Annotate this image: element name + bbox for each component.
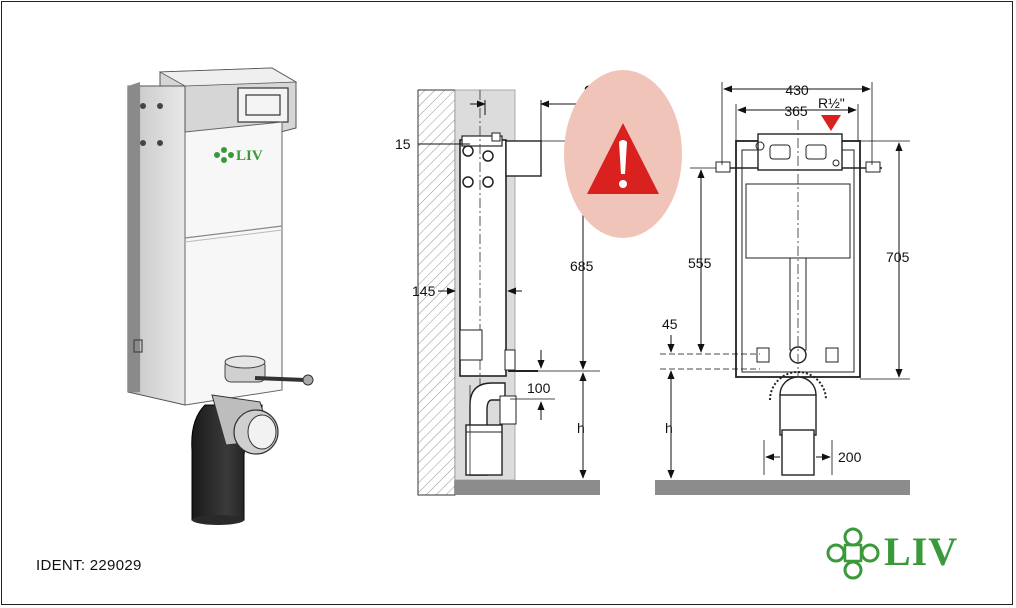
dim-thread: R½" <box>818 95 845 111</box>
side-view: 20-80 15 145 685 100 h <box>395 83 665 496</box>
panel-brand-text: LIV <box>236 148 263 164</box>
dim-width-inner: 365 <box>784 103 808 119</box>
dim-pipe-offset: 100 <box>527 380 551 396</box>
panel-logo: LIV <box>214 147 263 164</box>
dim-bottom-offset: 45 <box>662 316 678 332</box>
dim-pipe-width: 200 <box>838 449 862 465</box>
product-render: LIV <box>127 67 314 525</box>
dim-depth: 145 <box>412 283 436 299</box>
liv-clover-logo-icon <box>826 527 880 580</box>
dim-height-front: 555 <box>688 255 712 271</box>
front-view: 430 365 R½" 555 45 h 705 200 <box>655 82 910 495</box>
dim-top-offset: 15 <box>395 136 411 152</box>
dim-height-side: 685 <box>570 258 594 274</box>
dim-height-total: 705 <box>886 249 910 265</box>
dim-width-outer: 430 <box>785 82 809 98</box>
dim-h-side: h <box>577 420 585 436</box>
warning-triangle-icon <box>564 70 682 238</box>
brand-logo-text: LIV <box>884 529 959 574</box>
ident-label: IDENT: 229029 <box>36 557 142 574</box>
dim-h-front: h <box>665 420 673 436</box>
